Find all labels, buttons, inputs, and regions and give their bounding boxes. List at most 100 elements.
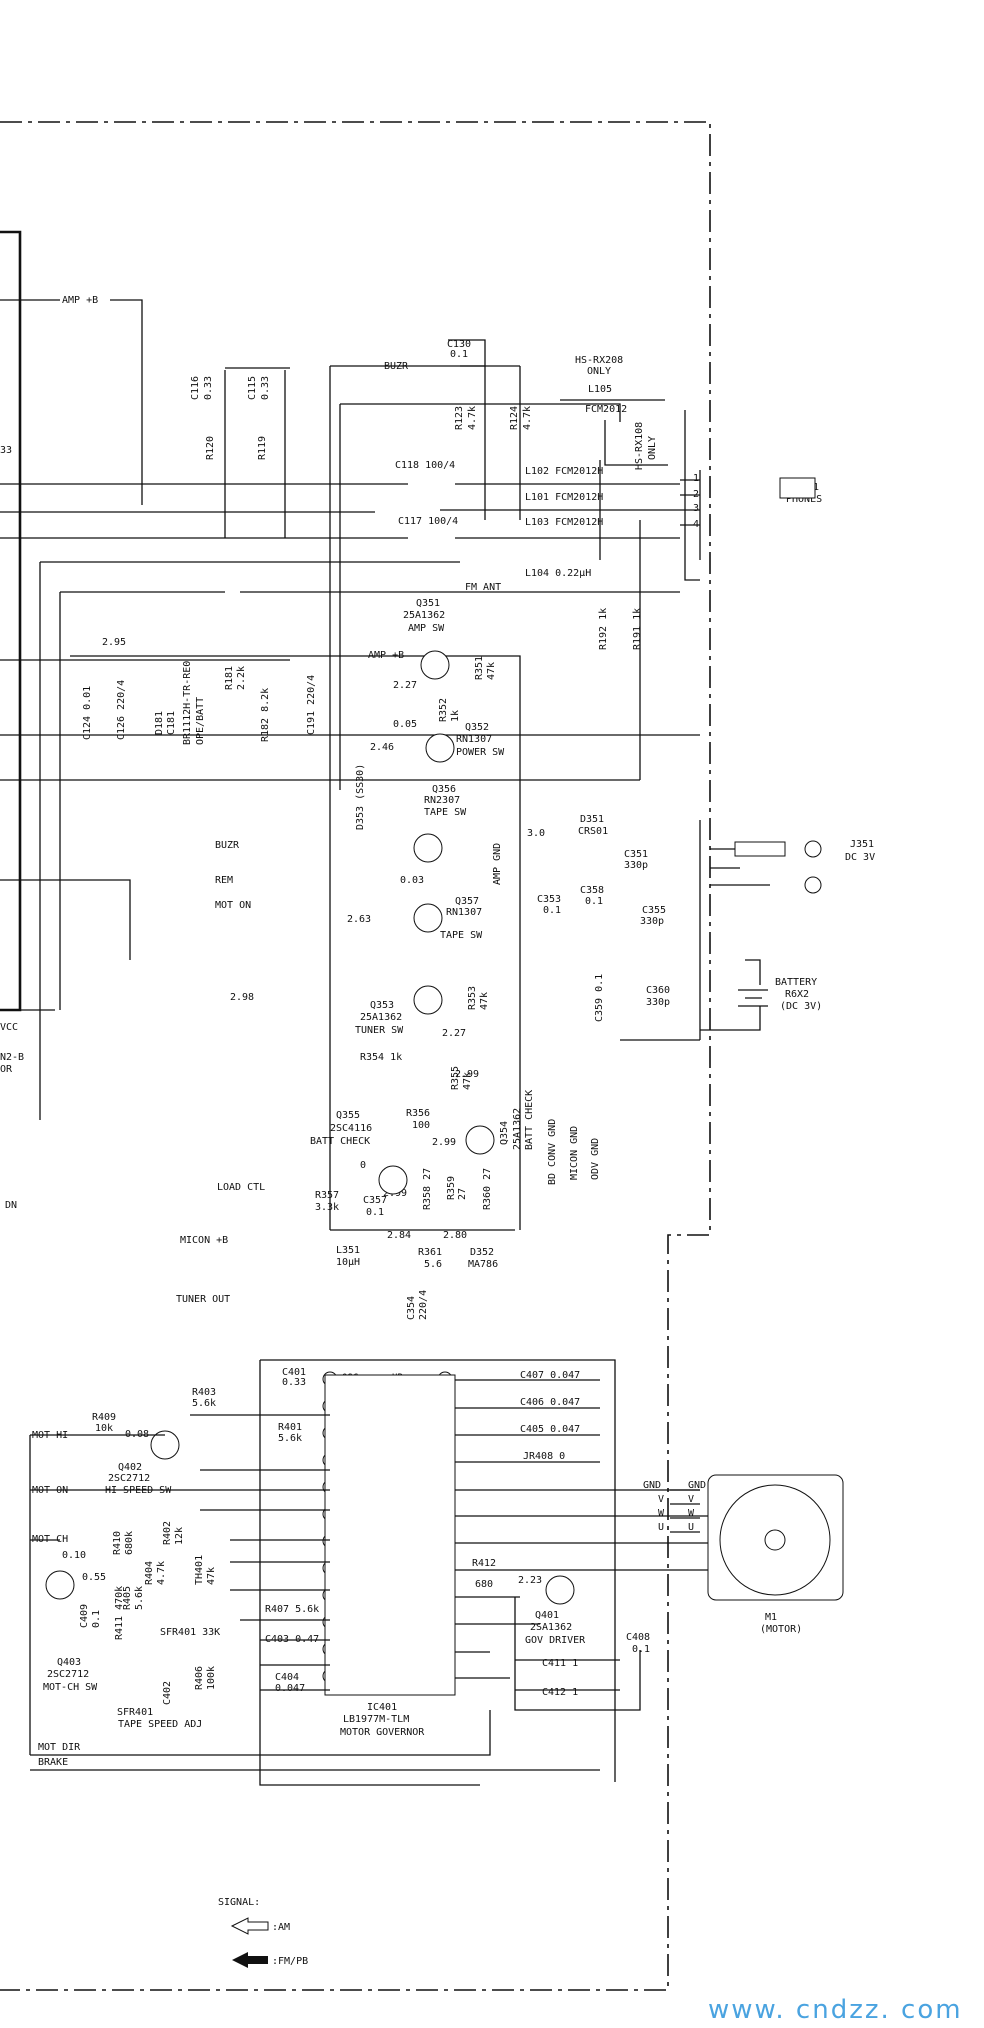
label-ww: W	[658, 1508, 665, 1519]
label-v295: 2.95	[102, 637, 126, 648]
label-q401: Q401	[535, 1610, 559, 1621]
label-c357-v: 0.1	[366, 1207, 384, 1218]
label-r412-v: 680	[475, 1579, 493, 1590]
label-ma786: MA786	[468, 1259, 498, 1270]
label-c405: C405 0.047	[520, 1424, 580, 1435]
label-sfr401b: SFR401	[117, 1707, 153, 1718]
label-c406: C406 0.047	[520, 1397, 580, 1408]
label-amp-b-mid: AMP +B	[368, 650, 404, 661]
label-c354-v: 220/4	[418, 1290, 429, 1320]
label-r352: R352	[438, 698, 449, 722]
label-c355-v: 330p	[640, 916, 664, 927]
label-r410: R410	[112, 1531, 123, 1555]
label-r181: R181	[224, 666, 235, 690]
label-hs-rx108: HS-RX108	[634, 422, 645, 470]
label-mot-ch-sw: MOT-CH SW	[43, 1682, 98, 1693]
label-r402-v: 12k	[174, 1527, 185, 1545]
watermark-text: www. cndzz. com	[708, 1995, 963, 2025]
label-l103: L103 FCM2012H	[525, 517, 603, 528]
label-r181-v: 2.2k	[236, 666, 247, 690]
label-c126: C126 220/4	[116, 680, 127, 740]
label-c117: C117 100/4	[398, 516, 458, 527]
label-pin3: 3	[693, 503, 699, 514]
label-tape-speed-adj: TAPE SPEED ADJ	[118, 1719, 202, 1730]
label-q402: Q402	[118, 1462, 142, 1473]
label-r351-v: 47k	[486, 662, 497, 680]
label-q355: Q355	[336, 1110, 360, 1121]
label-c409: C409	[79, 1604, 90, 1628]
label-wu: U	[658, 1522, 664, 1533]
label-r412: R412	[472, 1558, 496, 1569]
label-r123: R123	[454, 406, 465, 430]
label-r192: R192 1k	[598, 608, 609, 650]
label-r406-v: 100k	[206, 1666, 217, 1690]
label-br1112: BR1112H-TR-RE0	[182, 661, 193, 745]
label-v055: 0.55	[82, 1572, 106, 1583]
motor-center-circle	[764, 1529, 786, 1551]
label-c359: C359 0.1	[594, 974, 605, 1022]
label-tape-sw2: TAPE SW	[440, 930, 483, 941]
signal-legend	[230, 1917, 269, 1968]
label-mot-on: MOT ON	[215, 900, 251, 911]
label-amp-sw: AMP SW	[408, 623, 445, 634]
label-r353-v: 47k	[479, 992, 490, 1010]
label-c130-v: 0.1	[450, 349, 468, 360]
board-frame	[0, 121, 711, 1991]
label-c401: C401	[282, 1367, 306, 1378]
label-r351: R351	[474, 656, 485, 680]
label-r410-v: 680k	[124, 1531, 135, 1555]
label-fcm2012: FCM2012	[585, 404, 627, 415]
jack-and-battery	[620, 470, 822, 1041]
label-r405: R405	[122, 1586, 133, 1610]
label-mw: W	[688, 1508, 695, 1519]
label-micon-gnd: MICON GND	[569, 1126, 580, 1180]
label-c115-v: 0.33	[260, 376, 271, 400]
label-left33: 33	[0, 445, 12, 456]
label-c124: C124 0.01	[82, 686, 93, 740]
label-only2: ONLY	[647, 436, 658, 460]
label-v010: 0.10	[62, 1550, 86, 1561]
label-c407: C407 0.047	[520, 1370, 580, 1381]
label-r403: R403	[192, 1387, 216, 1398]
label-r404-v: 4.7k	[156, 1561, 167, 1585]
label-c409-v: 0.1	[91, 1610, 102, 1628]
label-buzr-top: BUZR	[384, 361, 409, 372]
label-or: OR	[0, 1064, 13, 1075]
label-motor: (MOTOR)	[760, 1624, 802, 1635]
label-power-sw: POWER SW	[456, 747, 505, 758]
label-jr408: JR408 0	[523, 1451, 565, 1462]
label-amp-b-top: AMP +B	[62, 295, 98, 306]
label-r123-v: 4.7k	[467, 406, 478, 430]
label-v003: 0.03	[400, 875, 424, 886]
label-gnd-m: GND	[688, 1480, 706, 1491]
label-q402-t: 2SC2712	[108, 1473, 150, 1484]
label-q354: Q354	[499, 1121, 510, 1145]
label-r359-v: 27	[457, 1188, 468, 1200]
label-amp-gnd: AMP GND	[492, 843, 503, 885]
label-d353: D353 (SS30)	[355, 764, 366, 830]
label-micon-b: MICON +B	[180, 1235, 228, 1246]
label-v0: 0	[360, 1160, 366, 1171]
label-mu: U	[688, 1522, 694, 1533]
label-tuner-sw: TUNER SW	[355, 1025, 404, 1036]
label-mv: V	[688, 1494, 694, 1505]
label-gnd-w: GND	[643, 1480, 661, 1491]
label-n2b: N2-B	[0, 1052, 24, 1063]
label-v299b: 2.99	[432, 1137, 456, 1148]
label-q353-t: 25A1362	[360, 1012, 402, 1023]
label-phones: PHONES	[786, 494, 822, 505]
q356-symbol	[413, 833, 443, 863]
label-am: :AM	[272, 1922, 290, 1933]
label-r356: R356	[406, 1108, 430, 1119]
label-r406: R406	[194, 1666, 205, 1690]
label-d181: D181	[154, 711, 165, 735]
label-c401-v: 0.33	[282, 1377, 306, 1388]
label-c116: C116	[190, 376, 201, 400]
label-r409-v: 10k	[95, 1423, 113, 1434]
q353-symbol	[413, 985, 443, 1015]
label-mot-dir: MOT DIR	[38, 1742, 81, 1753]
label-q352-t: RN1307	[456, 734, 492, 745]
label-r119: R119	[257, 436, 268, 460]
label-c411: C411 1	[542, 1658, 578, 1669]
